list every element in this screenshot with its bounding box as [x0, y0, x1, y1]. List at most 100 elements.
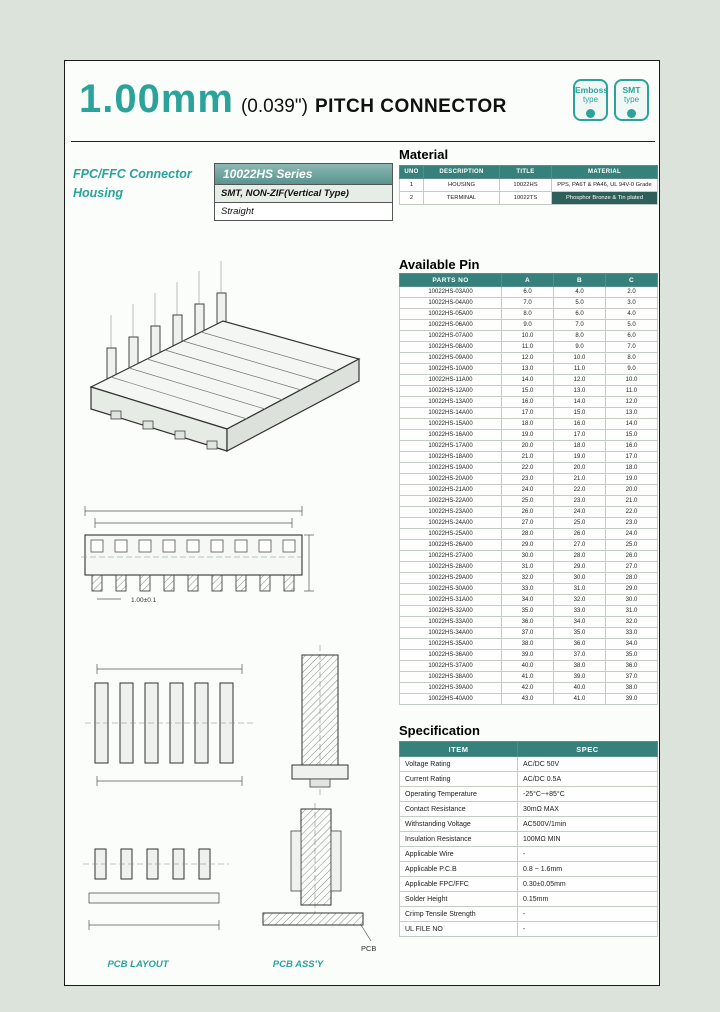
- series-style: Straight: [214, 203, 393, 221]
- front-view-drawing: 1.00±0.1: [81, 506, 314, 604]
- title-text: PITCH CONNECTOR: [314, 96, 507, 117]
- table-row: Applicable Wire-: [399, 846, 658, 862]
- pcb-callout-label: PCB: [361, 944, 376, 953]
- emboss-type-badge: Emboss type: [573, 79, 608, 121]
- material-heading: Material: [399, 147, 449, 162]
- pcb-layout-drawing: [85, 664, 253, 786]
- smt-type-badge: SMT type: [614, 79, 649, 121]
- column-header: DESCRIPTION: [423, 165, 500, 179]
- column-header: C: [605, 273, 658, 287]
- column-header: PARTS NO: [399, 273, 502, 287]
- pcb-assembly-drawing: PCB: [262, 803, 376, 953]
- column-header: A: [501, 273, 554, 287]
- specification-heading: Specification: [399, 723, 480, 738]
- isometric-connector-drawing: [89, 261, 361, 452]
- pitch-dimension-label: 1.00±0.1: [131, 597, 157, 604]
- side-section-drawing: [291, 645, 349, 797]
- column-header: TITLE: [499, 165, 552, 179]
- column-header: B: [553, 273, 606, 287]
- page-title: 1.00mm (0.039") PITCH CONNECTOR: [79, 77, 507, 122]
- datasheet-page: 1.00mm (0.039") PITCH CONNECTOR Emboss t…: [64, 60, 660, 986]
- column-header: MATERIAL: [551, 165, 658, 179]
- table-row: Operating Temperature-25°C~+85°C: [399, 786, 658, 802]
- pcb-layout-caption: PCB LAYOUT: [107, 959, 169, 970]
- table-row: Crimp Tensile Strength-: [399, 906, 658, 922]
- type-badges: Emboss type SMT type: [573, 79, 649, 121]
- series-subtitle: SMT, NON-ZIF(Vertical Type): [214, 185, 393, 203]
- pitch-inches: (0.039"): [240, 96, 308, 117]
- series-name: 10022HS Series: [214, 163, 393, 185]
- pitch-size-title: 1.00mm: [79, 77, 234, 121]
- table-row: UL FILE NO-: [399, 921, 658, 937]
- header-divider: [71, 141, 655, 142]
- emboss-dot-icon: [586, 108, 595, 118]
- available-pin-heading: Available Pin: [399, 257, 480, 272]
- column-header: ITEM: [399, 741, 518, 757]
- column-header: UNO: [399, 165, 424, 179]
- column-header: SPEC: [517, 741, 658, 757]
- category-label: FPC/FFC Connector Housing: [73, 167, 192, 201]
- pcb-assy-caption: PCB ASS'Y: [272, 959, 324, 970]
- smt-dot-icon: [627, 108, 636, 118]
- series-block: 10022HS Series SMT, NON-ZIF(Vertical Typ…: [214, 163, 393, 221]
- footprint-drawing: [83, 848, 229, 930]
